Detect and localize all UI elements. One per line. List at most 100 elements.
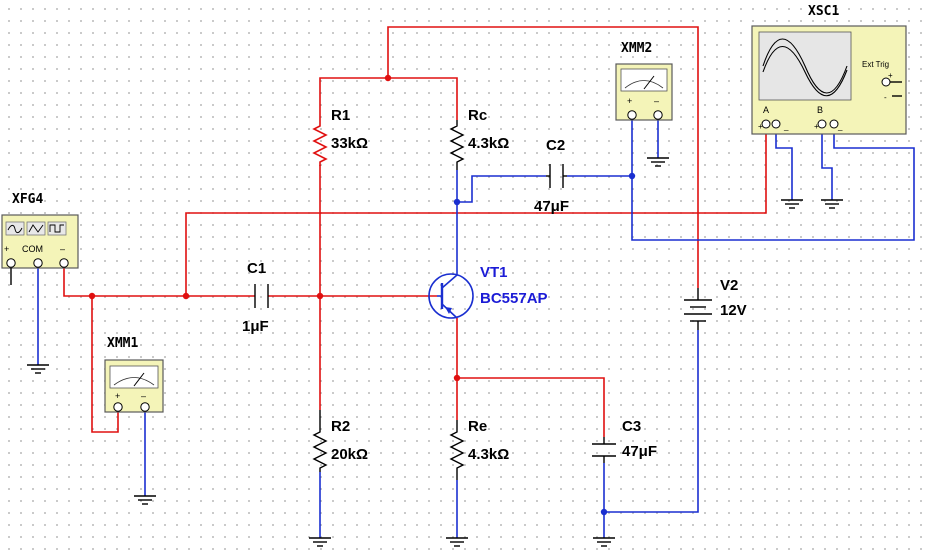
function-generator-xfg4[interactable]: XFG4 + COM – [1,192,79,285]
ground-icon [647,157,669,167]
svg-text:+: + [758,122,763,131]
xfg4-minus-label: – [60,244,65,254]
re-ref: Re [468,418,487,435]
resistor-symbol [312,410,328,472]
capacitor-c1[interactable]: C1 1μF [242,260,269,335]
channel-b-label: B [817,105,823,115]
c3-ref: C3 [622,418,641,435]
scope-trace-icon [762,38,848,94]
v2-ref: V2 [720,277,738,294]
ext-trig-label: Ext Trig [862,60,889,69]
xfg4-minus-terminal [59,258,69,268]
meter-scale-icon [624,80,664,89]
ground-icon [134,495,156,505]
meter-display [620,68,668,92]
resistor-re[interactable]: Re 4.3kΩ [449,418,509,480]
xmm1-title: XMM1 [107,336,138,351]
triangle-wave-icon [28,224,44,233]
ground-icon [27,364,49,374]
supply-bottom-wire[interactable] [604,330,699,513]
v2-value: 12V [720,302,747,319]
scope-b-minus-wire[interactable] [821,126,833,200]
capacitor-c3[interactable]: C3 47μF [592,418,657,463]
xmm1-minus-label: – [141,391,146,401]
ground-icon [309,537,331,547]
c2-left-wire[interactable] [457,175,546,203]
xmm2-plus-terminal [627,110,637,120]
transistor-body [428,273,474,319]
svg-text:-: - [884,93,887,102]
meter-display [109,365,159,389]
xmm1-plus-terminal [113,402,123,412]
scope-a-minus-wire[interactable] [775,126,793,200]
c1-value: 1μF [242,318,269,335]
red-wires [63,26,767,437]
multimeter-xmm2[interactable]: XMM2 + – [615,41,673,121]
junction-dot [628,172,636,180]
ground-icon [781,199,803,209]
channel-a-minus-terminal [771,119,781,129]
resistor-symbol [449,120,465,170]
generator-output-wire[interactable] [63,268,92,297]
scope-a-wire[interactable] [185,126,767,296]
resistor-r1[interactable]: R1 33kΩ [312,107,368,166]
ground-symbols [27,157,843,547]
transistor-collector [441,274,458,289]
junction-dot [600,508,608,516]
xfg4-plus-label: + [4,244,9,254]
xsc1-title: XSC1 [808,4,839,19]
supply-v2[interactable]: V2 12V [684,277,747,330]
xmm2-title: XMM2 [621,41,652,56]
re-value: 4.3kΩ [468,446,509,463]
channel-a-plus-terminal [761,119,771,129]
ground-icon [821,199,843,209]
resistor-symbol [312,122,328,166]
meter-needle-icon [133,372,145,387]
junction-dot [316,292,324,300]
waveform-buttons [5,221,67,236]
ground-icon [593,537,615,547]
c2-value: 47μF [534,198,569,215]
scope-trace-icon [762,45,848,97]
resistor-rc[interactable]: Rc 4.3kΩ [449,107,509,170]
channel-b-plus-terminal [817,119,827,129]
xmm1-minus-terminal [140,402,150,412]
r1-value: 33kΩ [331,135,368,152]
rc-ref: Rc [468,107,487,124]
ground-icon [446,537,468,547]
capacitor-c2[interactable]: C2 47μF [534,137,569,215]
r2-value: 20kΩ [331,446,368,463]
xmm1-plus-label: + [115,391,120,401]
c3-value: 47μF [622,443,657,460]
xfg4-com-label: COM [22,244,43,254]
emitter-wire[interactable] [456,318,605,437]
xmm2-plus-label: + [627,96,632,106]
meter-needle-icon [643,75,655,90]
sine-wave-icon [7,224,23,234]
resistor-r2[interactable]: R2 20kΩ [312,410,368,472]
channel-a-label: A [763,105,769,115]
oscilloscope-xsc1[interactable]: XSC1 Ext Trig + - A B + _ + _ [751,4,907,135]
junction-dot [384,74,392,82]
r2-ref: R2 [331,418,350,435]
transistor-vt1[interactable]: VT1 BC557AP [428,264,548,319]
scope-b-wire[interactable] [631,126,915,241]
c2-right-wire[interactable] [567,120,633,177]
svg-text:_: _ [783,122,789,131]
c2-ref: C2 [546,137,565,154]
junction-dot [88,292,96,300]
rc-value: 4.3kΩ [468,135,509,152]
svg-text:+: + [888,71,893,80]
vt1-ref: VT1 [480,264,508,281]
multimeter-xmm1[interactable]: XMM1 + – [104,336,164,413]
junctions [88,74,636,516]
square-button [47,221,67,236]
junction-dot [182,292,190,300]
xfg4-title: XFG4 [12,192,43,207]
resistor-symbol [449,420,465,480]
xmm1-plus-wire[interactable] [91,296,119,433]
c1-ref: C1 [247,260,266,277]
channel-b-minus-terminal [829,119,839,129]
supply-top-wire[interactable] [387,26,699,288]
